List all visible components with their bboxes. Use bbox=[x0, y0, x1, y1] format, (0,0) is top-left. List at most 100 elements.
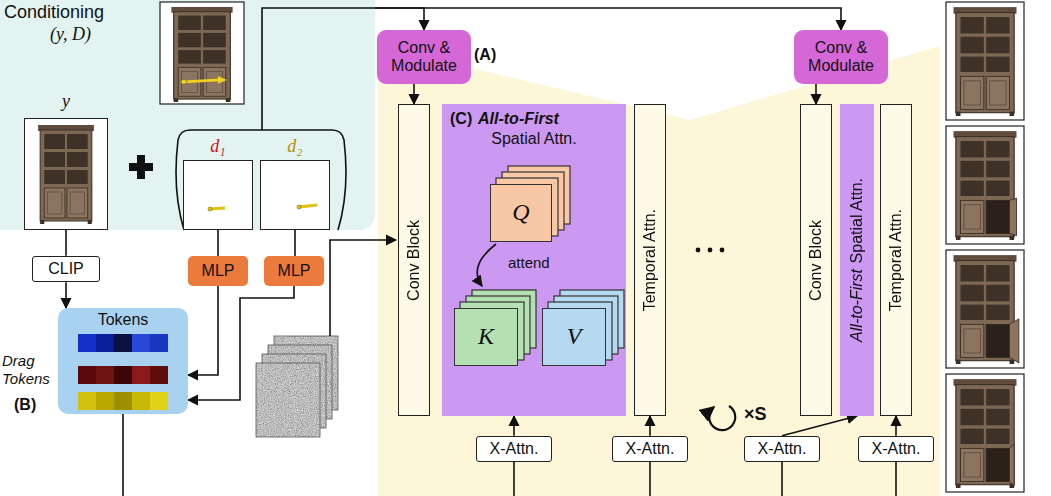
group-label: Drag Tokens bbox=[2, 352, 50, 387]
output-frames bbox=[946, 2, 1024, 492]
node-text: All-to-First bbox=[848, 269, 866, 342]
label-anchor: (B) bbox=[14, 396, 36, 414]
modulate-box: Conv & Modulate bbox=[794, 30, 888, 84]
attention-block: All-to-First Spatial Attn. bbox=[840, 104, 874, 416]
mlp-box: MLP bbox=[264, 256, 324, 286]
callout-letter: (B) bbox=[14, 396, 36, 413]
callout-letter: (A) bbox=[474, 46, 496, 63]
token-panel: Tokens bbox=[58, 308, 188, 414]
cabinet-picture bbox=[38, 125, 94, 224]
drag-token-1 bbox=[78, 366, 168, 384]
node-text: Spatial Attn. bbox=[848, 178, 866, 263]
plus-sign bbox=[129, 155, 153, 179]
text-anchor: Spatial Attn. bbox=[442, 130, 626, 148]
unet-background bbox=[378, 46, 940, 496]
connector-arrow bbox=[375, 8, 424, 30]
conv-block: Conv Block bbox=[398, 104, 430, 416]
ellipsis-dots bbox=[696, 248, 725, 253]
drag-box: d₁ bbox=[183, 160, 253, 230]
conv-block: Conv Block bbox=[800, 104, 832, 416]
text-anchor: All-to-First bbox=[478, 110, 559, 128]
cross-attn-box: X-Attn. bbox=[858, 436, 934, 462]
image-art bbox=[25, 119, 109, 231]
mlp-box: MLP bbox=[188, 256, 248, 286]
repeat-label: ×S bbox=[744, 404, 767, 424]
node-text: Temporal Attn. bbox=[641, 209, 659, 311]
drag-art bbox=[261, 161, 331, 231]
label-anchor: (A) bbox=[474, 46, 496, 64]
node-text: MLP bbox=[202, 262, 235, 280]
modulate-box: Conv & Modulate bbox=[377, 30, 471, 84]
drag-art bbox=[184, 161, 254, 231]
key-card: K bbox=[454, 308, 518, 366]
node-text: Conv & Modulate bbox=[381, 39, 467, 76]
image-box: y bbox=[24, 118, 108, 230]
text-anchor: y bbox=[25, 91, 107, 112]
drag-token-2 bbox=[78, 392, 168, 410]
connector-arrow bbox=[375, 8, 841, 30]
node-text: d₂ bbox=[287, 136, 302, 156]
connector-arrow bbox=[513, 416, 515, 436]
conditioning-panel: Conditioning(y, D) y d₁ d₂ bbox=[0, 0, 375, 230]
node-text: Tokens bbox=[98, 311, 149, 328]
text-anchor: Conditioning bbox=[4, 2, 104, 23]
query-card: Q bbox=[490, 184, 552, 242]
noise-stack bbox=[256, 336, 338, 437]
connector-arrow bbox=[649, 416, 651, 436]
connector-arrow bbox=[188, 286, 294, 400]
connector-arrow bbox=[413, 84, 415, 104]
node-text: Conv Block bbox=[405, 220, 423, 301]
drag-stroke bbox=[299, 205, 317, 207]
temporal-block: Temporal Attn. bbox=[634, 104, 666, 416]
text-anchor: d₂ bbox=[261, 136, 329, 157]
text-anchor: (C) bbox=[450, 110, 472, 128]
text-anchor: (y, D) bbox=[50, 24, 91, 45]
value-card: V bbox=[542, 308, 606, 366]
connector-arrow bbox=[65, 230, 67, 256]
text-anchor: Tokens bbox=[58, 311, 188, 329]
node-text: MLP bbox=[278, 262, 311, 280]
drag-image-frame bbox=[160, 2, 244, 104]
drag-stroke bbox=[210, 208, 225, 209]
drag-set-bracket bbox=[176, 130, 346, 230]
node-text: (C) bbox=[450, 110, 472, 127]
noise-input-line bbox=[330, 240, 396, 336]
cross-attn-box: X-Attn. bbox=[476, 436, 552, 462]
cross-attn-box: X-Attn. bbox=[744, 436, 820, 462]
drag-box: d₂ bbox=[260, 160, 330, 230]
connector-arrow bbox=[294, 230, 296, 256]
attend-arrow bbox=[477, 244, 496, 286]
node-text: (y, D) bbox=[50, 24, 91, 44]
node-text: Spatial Attn. bbox=[491, 130, 576, 147]
node-text: Q bbox=[512, 199, 529, 227]
connector-arrow bbox=[782, 416, 857, 436]
drag-start bbox=[297, 205, 301, 209]
node-text: V bbox=[567, 323, 582, 351]
node-text: Conv Block bbox=[807, 220, 825, 301]
temporal-block: Temporal Attn. bbox=[880, 104, 912, 416]
cabinet-picture bbox=[171, 7, 232, 102]
node-text: X-Attn. bbox=[490, 440, 539, 458]
node-text: K bbox=[478, 323, 494, 351]
node-text: y bbox=[62, 91, 70, 111]
clip-token bbox=[78, 334, 168, 352]
token-bus-stubs bbox=[123, 414, 896, 496]
encoder-box: CLIP bbox=[32, 256, 100, 282]
cross-attn-box: X-Attn. bbox=[612, 436, 688, 462]
node-text: X-Attn. bbox=[758, 440, 807, 458]
label-anchor: attend bbox=[508, 254, 550, 272]
node-text: X-Attn. bbox=[626, 440, 675, 458]
connector-arrow bbox=[895, 416, 897, 436]
connector-arrow bbox=[217, 230, 219, 256]
node-text: Temporal Attn. bbox=[887, 209, 905, 311]
connector-arrow bbox=[188, 286, 218, 375]
bracket-stem bbox=[262, 8, 375, 130]
connector-arrow bbox=[815, 84, 817, 104]
node-text: X-Attn. bbox=[872, 440, 921, 458]
text-anchor: d₁ bbox=[184, 136, 252, 157]
label-anchor: Drag Tokens bbox=[2, 352, 56, 388]
drag-start bbox=[208, 207, 212, 211]
repeat-loop-arrow bbox=[709, 406, 735, 430]
connector-arrow bbox=[65, 282, 67, 308]
node-text: CLIP bbox=[48, 260, 84, 278]
